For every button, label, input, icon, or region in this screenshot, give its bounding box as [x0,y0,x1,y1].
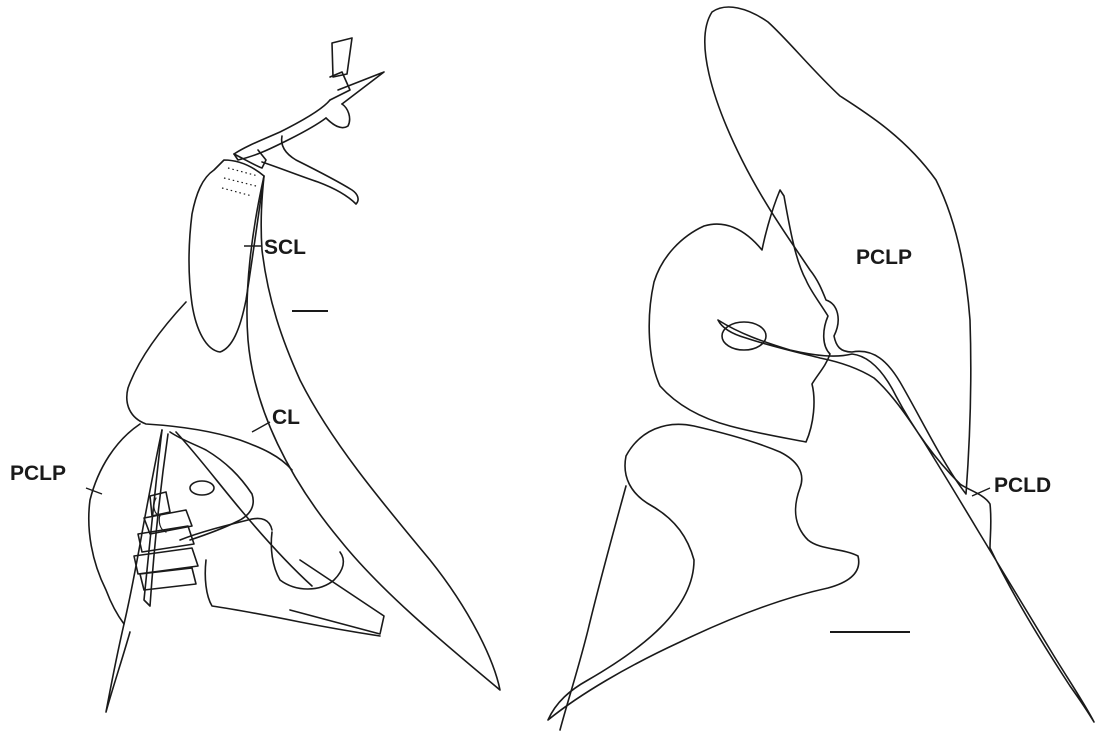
pectoral-radials [134,492,198,590]
scapular-plate [649,190,830,442]
supracleithrum-bone [189,160,264,352]
postcleithrum-left [89,424,168,712]
right-panel: PCLP PCLD [548,7,1094,730]
pclp-right-label: PCLP [856,246,912,269]
pcld-label: PCLD [994,474,1051,497]
posttemporal-process [234,38,384,204]
left-panel: SCL CL PCLP [10,38,500,712]
pclp-left-label: PCLP [10,462,66,485]
postcleithrum-proximal [705,7,971,494]
postcleithrum-distal [718,320,1094,722]
scl-label: SCL [264,236,306,259]
cl-leader-line [252,422,270,432]
coracoid-plate [548,424,859,730]
cleithrum-bone [127,176,500,690]
cl-label: CL [272,406,300,429]
